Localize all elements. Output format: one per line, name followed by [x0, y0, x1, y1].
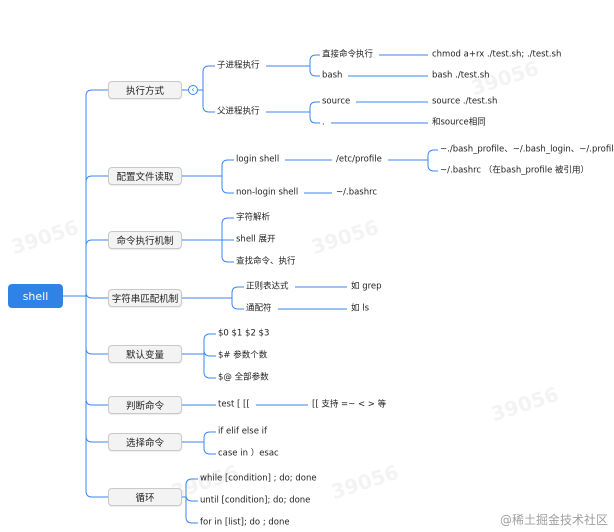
connector-line — [427, 160, 438, 172]
connector-line — [85, 291, 108, 299]
leaf-node: . — [322, 117, 325, 128]
leaf-node: 直接命令执行 — [322, 49, 374, 60]
leaf-node: ~./bash_profile、~/.bash_login、~/.profile — [440, 144, 614, 155]
connector-line — [309, 66, 320, 77]
leaf-node: [[ 支持 =~ < > 等 — [312, 399, 387, 410]
connector-line — [231, 286, 244, 298]
leaf-node: source ./test.sh — [432, 96, 498, 107]
connector-line — [203, 431, 216, 442]
connector-line — [185, 478, 198, 497]
child-node: 字符解析 — [236, 212, 271, 223]
child-node: login shell — [236, 154, 280, 165]
child-node: test [ [[ — [218, 399, 250, 410]
connector-line — [185, 497, 198, 524]
child-node: case in ）esac — [218, 448, 279, 459]
connector-line — [203, 354, 216, 379]
leaf-node: /etc/profile — [336, 154, 382, 165]
connector-line — [203, 442, 216, 455]
connector-line — [85, 296, 108, 498]
child-node: while [condition] ; do; done — [200, 473, 317, 484]
connector-line — [185, 494, 198, 502]
connector-line — [309, 112, 320, 124]
child-node: 通配符 — [246, 303, 272, 314]
collapse-toggle-icon[interactable]: ‹ — [188, 85, 198, 95]
connector-line — [203, 349, 216, 357]
leaf-node: ~/.bashrc （在bash_profile 被引用） — [440, 165, 590, 176]
root-node[interactable]: shell — [8, 284, 63, 308]
leaf-node: bash ./test.sh — [432, 70, 490, 81]
connector-line — [221, 176, 234, 194]
child-node: 正则表达式 — [246, 281, 289, 292]
connector-line — [221, 159, 234, 176]
child-node: $# 参数个数 — [218, 350, 268, 361]
branch-node[interactable]: 命令执行机制 — [108, 231, 182, 249]
connector-line — [85, 175, 108, 296]
child-node: 查找命令、执行 — [236, 256, 296, 267]
branch-node[interactable]: 字符串匹配机制 — [108, 289, 182, 307]
connector-line — [202, 65, 215, 90]
branch-node[interactable]: 配置文件读取 — [108, 167, 182, 185]
child-node: for in [list]; do ; done — [200, 517, 290, 528]
connector-line — [202, 90, 215, 113]
leaf-node: 和source相同 — [432, 117, 486, 128]
connector-line — [221, 240, 234, 263]
connector-line — [85, 296, 108, 355]
branch-node[interactable]: 循环 — [108, 488, 182, 506]
child-node: non-login shell — [236, 187, 299, 198]
branch-node[interactable]: 选择命令 — [108, 433, 182, 451]
credit-text: @稀土掘金技术社区 — [499, 513, 608, 527]
child-node: until [condition]; do; done — [200, 495, 311, 506]
connector-line — [203, 333, 216, 354]
branch-node[interactable]: 默认变量 — [108, 345, 182, 363]
connector-line — [231, 298, 244, 310]
child-node: shell 展开 — [236, 234, 276, 245]
child-node: if elif else if — [218, 426, 268, 437]
child-node: $0 $1 $2 $3 — [218, 328, 270, 339]
leaf-node: chmod a+rx ./test.sh; ./test.sh — [432, 49, 562, 60]
leaf-node: source — [322, 96, 351, 107]
leaf-node: 如 ls — [351, 303, 369, 314]
connector-line — [309, 54, 320, 66]
connector-line — [221, 217, 234, 240]
connector-line — [427, 149, 438, 160]
child-node: 子进程执行 — [217, 60, 260, 71]
leaf-node: bash — [322, 70, 343, 81]
leaf-node: ~/.bashrc — [336, 187, 378, 198]
connector-line — [85, 296, 108, 406]
branch-node[interactable]: 判断命令 — [108, 396, 182, 414]
connector-line — [85, 296, 108, 443]
child-node: 父进程执行 — [217, 106, 260, 117]
leaf-node: 如 grep — [351, 281, 382, 292]
child-node: $@ 全部参数 — [218, 372, 269, 383]
connector-line — [85, 89, 108, 296]
connector-line — [85, 239, 108, 296]
branch-node[interactable]: 执行方式 — [108, 81, 182, 99]
connector-line — [309, 101, 320, 112]
